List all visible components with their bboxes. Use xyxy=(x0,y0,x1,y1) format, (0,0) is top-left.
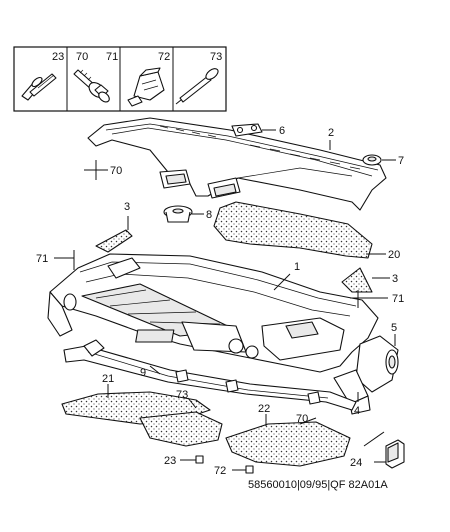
callout-5: 5 xyxy=(391,322,397,334)
callout-73: 73 xyxy=(176,389,188,401)
callout-4: 4 xyxy=(354,405,360,417)
callout-22: 22 xyxy=(258,403,270,415)
crossmember-part-9 xyxy=(63,339,357,411)
insulation-panel-part-20 xyxy=(213,201,373,259)
callout-24: 24 xyxy=(350,457,362,469)
callout-23: 23 xyxy=(164,455,176,467)
leader-lines xyxy=(54,129,396,471)
reference-number: 58560010|09/95|QF 82A01A xyxy=(248,479,388,491)
trim-part-3-right xyxy=(341,267,373,293)
callout-1: 1 xyxy=(294,261,300,273)
callout-71-left: 71 xyxy=(36,253,48,265)
callout-21: 21 xyxy=(102,373,114,385)
callout-3-top: 3 xyxy=(124,201,130,213)
side-bracket-part-5 xyxy=(355,335,399,393)
callout-70-right: 70 xyxy=(296,413,308,425)
fastener-label-70: 70 xyxy=(76,51,88,63)
callout-6: 6 xyxy=(279,125,285,137)
push-rivet-icon xyxy=(21,73,57,101)
callout-7: 7 xyxy=(398,155,404,167)
fastener-72-marker xyxy=(245,465,254,474)
insulation-pad-part-21b xyxy=(139,411,223,447)
callout-3-right: 3 xyxy=(392,273,398,285)
callout-71-right: 71 xyxy=(392,293,404,305)
callout-70-left: 70 xyxy=(110,165,122,177)
clip-icon xyxy=(127,67,165,107)
angle-bracket-part-24 xyxy=(385,439,405,469)
callout-2: 2 xyxy=(328,127,334,139)
clip-part-8 xyxy=(163,205,193,223)
upper-duct-part-2 xyxy=(87,117,387,211)
fastener-23-marker xyxy=(195,455,204,464)
screw-icon xyxy=(175,68,219,105)
callout-8: 8 xyxy=(206,209,212,221)
fastener-label-72: 72 xyxy=(158,51,170,63)
fastener-label-71: 71 xyxy=(106,51,118,63)
callout-labels: 70 6 2 7 8 3 71 1 20 3 71 5 9 4 21 73 22… xyxy=(36,125,404,477)
insulation-pad-part-22 xyxy=(225,421,351,467)
grommet-part-7 xyxy=(362,154,382,166)
callout-9: 9 xyxy=(140,367,146,379)
bolt-icon xyxy=(73,69,110,103)
callout-72: 72 xyxy=(214,465,226,477)
fastener-box: 23 70 71 72 73 xyxy=(13,46,227,112)
mounting-part-4 xyxy=(333,369,371,415)
dashboard-part-1 xyxy=(47,253,379,373)
callout-20: 20 xyxy=(388,249,400,261)
bracket-part-6 xyxy=(231,123,263,137)
trim-part-3-left xyxy=(95,229,133,253)
fastener-label-73: 73 xyxy=(210,51,222,63)
fastener-label-23: 23 xyxy=(52,51,64,63)
